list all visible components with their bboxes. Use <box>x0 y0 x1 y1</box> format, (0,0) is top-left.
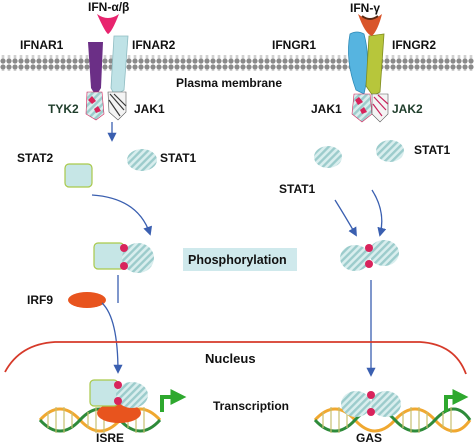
nuclear-envelope <box>4 341 467 375</box>
label-stat1-right-mid: STAT1 <box>279 182 316 196</box>
label-isre: ISRE <box>96 431 124 445</box>
label-nucleus: Nucleus <box>205 351 256 366</box>
label-jak1-left: JAK1 <box>134 102 165 116</box>
jak1-kinase-right <box>351 93 373 123</box>
ifngr1-receptor <box>348 31 368 95</box>
label-jak1-right: JAK1 <box>311 102 342 116</box>
ifnar1-receptor <box>88 42 103 96</box>
irf9-protein <box>68 292 106 308</box>
tyk2-kinase <box>85 91 105 121</box>
jak1-kinase-left <box>107 91 127 121</box>
stat2-stat1-dimer <box>93 242 154 273</box>
arrow-stat1-to-dimer-a <box>334 199 357 237</box>
stat1-protein-right-1 <box>314 146 342 168</box>
phosphorylation-box <box>183 248 297 271</box>
ifn-alpha-beta-ligand <box>97 14 119 34</box>
label-stat1-right-top: STAT1 <box>414 143 451 157</box>
ifngr2-receptor <box>365 33 385 97</box>
label-ifnar1: IFNAR1 <box>20 38 64 52</box>
jak2-kinase <box>371 93 389 123</box>
gene-arrow-left <box>160 389 187 412</box>
label-transcription: Transcription <box>213 399 289 413</box>
label-plasma-membrane: Plasma membrane <box>176 76 282 90</box>
label-ifnar2: IFNAR2 <box>132 38 176 52</box>
gene-arrow-right <box>444 389 469 412</box>
label-gas: GAS <box>356 431 382 445</box>
ifnar2-receptor <box>110 35 129 97</box>
plasma-membrane <box>0 55 474 71</box>
label-ifn-gamma: IFN-γ <box>350 1 380 15</box>
label-jak2: JAK2 <box>392 102 423 116</box>
label-irf9: IRF9 <box>27 293 53 307</box>
label-ifngr2: IFNGR2 <box>392 38 436 52</box>
arrow-to-nucleus-left <box>101 302 123 374</box>
stat1-protein-right-2 <box>376 140 404 162</box>
label-phosphorylation: Phosphorylation <box>188 253 287 267</box>
ifn-gamma-ligand <box>358 14 382 36</box>
label-stat1-left: STAT1 <box>160 151 197 165</box>
stat1-homodimer <box>340 240 399 271</box>
label-ifngr1: IFNGR1 <box>272 38 316 52</box>
stat1-protein-left <box>127 149 157 171</box>
isgf3-complex <box>89 379 148 423</box>
label-stat2: STAT2 <box>17 151 54 165</box>
arrow-stat1-to-dimer-b <box>371 189 387 237</box>
arrow-stat-to-dimer-left <box>91 194 153 236</box>
gaf-complex <box>341 391 401 417</box>
stat2-protein <box>64 163 93 188</box>
label-ifn-alpha-beta: IFN-α/β <box>88 0 129 14</box>
label-tyk2: TYK2 <box>48 102 79 116</box>
